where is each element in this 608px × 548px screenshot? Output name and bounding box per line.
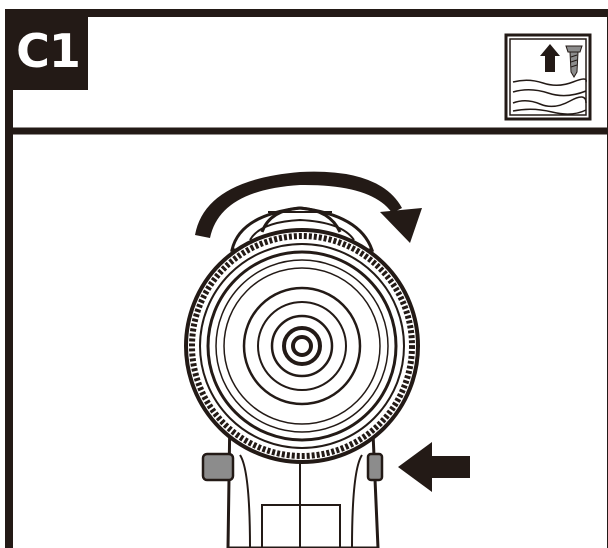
step-label: C1 xyxy=(8,12,88,90)
direction-switch xyxy=(201,452,384,482)
clockwise-arrow-icon xyxy=(195,171,422,243)
left-arrow-icon xyxy=(398,442,470,492)
drill-chuck xyxy=(184,228,420,464)
remove-screw-from-wood-icon xyxy=(504,33,592,121)
panel-border xyxy=(5,9,608,548)
